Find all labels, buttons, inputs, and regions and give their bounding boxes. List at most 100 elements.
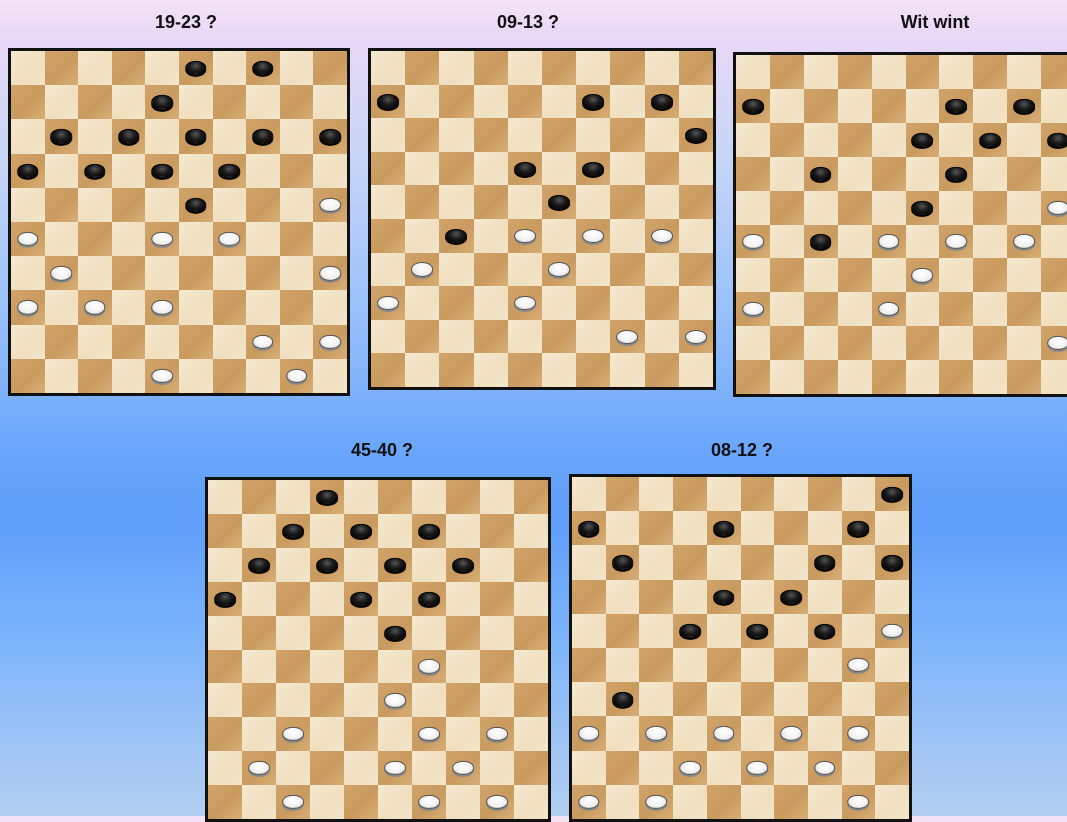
dark-square [804,157,838,191]
light-square [378,717,412,751]
light-square [872,258,906,292]
light-square [572,614,606,648]
black-piece [185,198,207,212]
dark-square [474,320,508,354]
light-square [480,548,514,582]
white-piece [578,726,600,740]
light-square [741,511,775,545]
light-square [673,511,707,545]
black-piece [219,164,241,178]
light-square [872,123,906,157]
light-square [1007,123,1041,157]
light-square [770,360,804,394]
dark-square [508,353,542,387]
dark-square [875,477,909,511]
dark-square [610,185,644,219]
dark-square [1007,360,1041,394]
diagram-2-title: 09-13 ? [428,12,628,33]
dark-square [572,716,606,750]
light-square [344,683,378,717]
dark-square [542,51,576,85]
light-square [446,717,480,751]
black-piece [946,99,968,113]
dark-square [378,480,412,514]
light-square [872,55,906,89]
dark-square [576,353,610,387]
dark-square [179,188,213,222]
dark-square [576,286,610,320]
dark-square [804,89,838,123]
dark-square [973,55,1007,89]
white-piece [645,726,667,740]
dark-square [242,480,276,514]
dark-square [842,785,876,819]
white-piece [848,658,870,672]
light-square [344,480,378,514]
dark-square [939,360,973,394]
dark-square [679,51,713,85]
black-piece [1013,99,1035,113]
dark-square [208,650,242,684]
light-square [838,292,872,326]
light-square [276,616,310,650]
white-piece [685,330,707,344]
light-square [412,616,446,650]
dark-square [514,616,548,650]
light-square [872,191,906,225]
dark-square [405,51,439,85]
black-piece [316,558,338,572]
light-square [804,55,838,89]
dark-square [741,545,775,579]
light-square [572,545,606,579]
light-square [145,188,179,222]
dark-square [313,51,347,85]
dark-square [412,717,446,751]
dark-square [606,682,640,716]
light-square [572,477,606,511]
dark-square [313,325,347,359]
white-piece [282,795,304,809]
dark-square [736,225,770,259]
black-piece [118,129,140,143]
dark-square [872,89,906,123]
dark-square [474,51,508,85]
dark-square [804,225,838,259]
light-square [208,751,242,785]
light-square [371,185,405,219]
dark-square [1007,225,1041,259]
dark-square [808,477,842,511]
dark-square [875,545,909,579]
light-square [842,477,876,511]
light-square [213,325,247,359]
light-square [804,123,838,157]
light-square [610,152,644,186]
white-piece [582,229,604,243]
dark-square [645,286,679,320]
dark-square [808,545,842,579]
dark-square [344,514,378,548]
light-square [145,119,179,153]
dark-square [276,582,310,616]
dark-square [145,154,179,188]
light-square [875,648,909,682]
dark-square [774,785,808,819]
dark-square [973,123,1007,157]
dark-square [973,191,1007,225]
dark-square [906,55,940,89]
black-piece [881,555,903,569]
dark-square [446,480,480,514]
dark-square [572,511,606,545]
dark-square [645,353,679,387]
dark-square [1007,157,1041,191]
black-piece [185,61,207,75]
light-square [313,222,347,256]
black-piece [452,558,474,572]
dark-square [639,648,673,682]
dark-square [906,123,940,157]
light-square [439,320,473,354]
light-square [208,480,242,514]
diagram-2-board [368,48,716,390]
light-square [610,286,644,320]
dark-square [842,716,876,750]
dark-square [542,253,576,287]
